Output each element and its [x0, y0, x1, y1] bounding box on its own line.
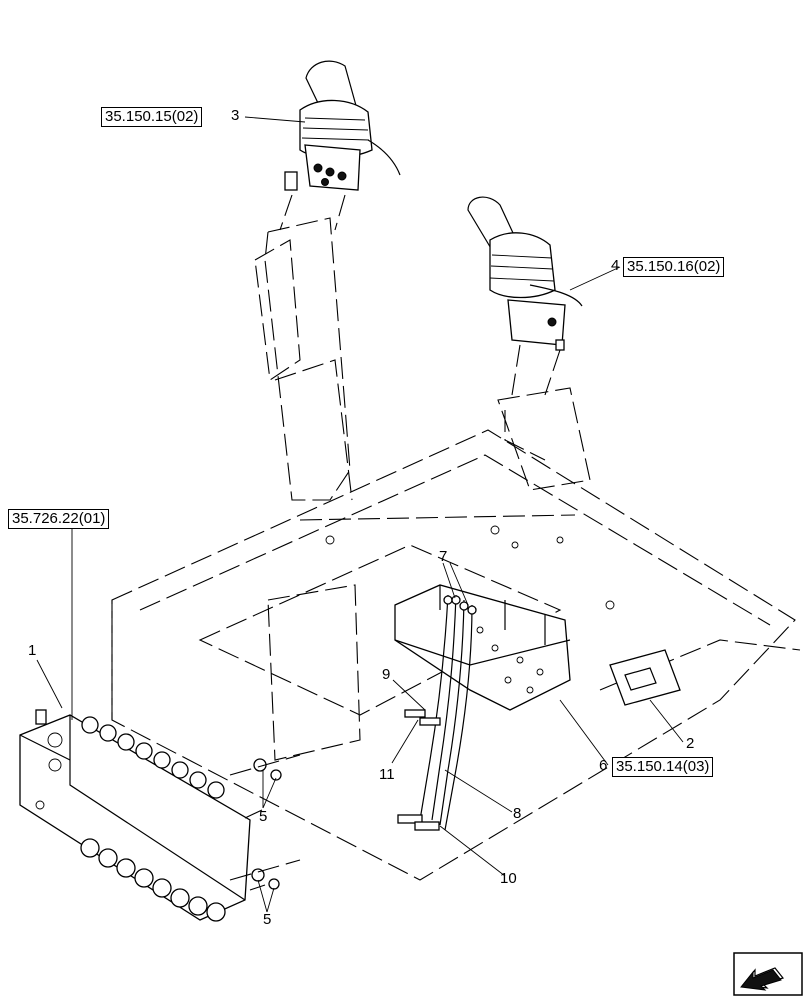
- valve-ports-bottom: [80, 838, 226, 922]
- left-joystick: [279, 60, 401, 231]
- callout-2: 2: [686, 735, 695, 752]
- ref-box-control-valve[interactable]: 35.726.22(01): [8, 509, 110, 529]
- right-joystick: [467, 196, 583, 396]
- callout-8: 8: [513, 805, 522, 822]
- control-valve: [19, 709, 266, 922]
- callout-7: 7: [439, 548, 448, 565]
- callout-9: 9: [382, 666, 391, 683]
- pilot-valve-block: [394, 584, 571, 711]
- callout-3: 3: [231, 107, 240, 124]
- valve-ports-top: [81, 716, 225, 799]
- ref-box-right-joystick[interactable]: 35.150.16(02): [623, 257, 725, 277]
- fittings-upper: [253, 758, 282, 781]
- ref-box-pilot-block[interactable]: 35.150.14(03): [612, 757, 714, 777]
- callout-10: 10: [500, 870, 517, 887]
- next-page-arrow-icon[interactable]: [733, 952, 803, 996]
- callout-5-upper: 5: [259, 808, 268, 825]
- callout-5-lower: 5: [263, 911, 272, 928]
- callout-1: 1: [28, 642, 37, 659]
- ref-box-left-joystick[interactable]: 35.150.15(02): [101, 107, 203, 127]
- switch-module: [609, 649, 681, 706]
- nav-arrow-graphic: [733, 952, 803, 996]
- cab-floor-plate: [111, 429, 801, 881]
- callout-6: 6: [599, 757, 608, 774]
- leader-lines: [36, 116, 684, 913]
- right-console-stand: [497, 387, 591, 491]
- callout-4: 4: [611, 257, 620, 274]
- callout-11: 11: [379, 766, 395, 783]
- left-console-stand: [254, 217, 361, 761]
- fittings-lower: [251, 868, 280, 890]
- hoses: [397, 594, 477, 831]
